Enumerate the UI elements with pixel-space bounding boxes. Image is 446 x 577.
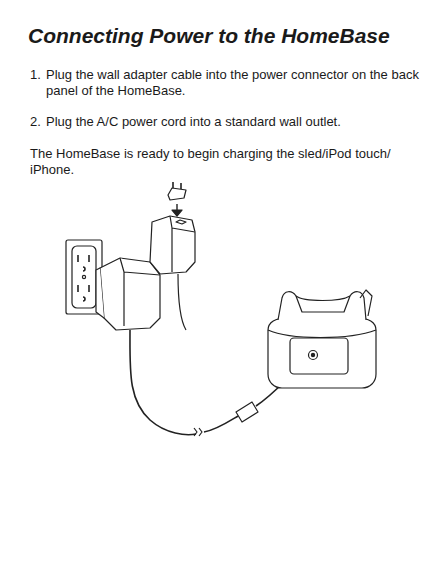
- note-text: The HomeBase is ready to begin charging …: [30, 146, 420, 177]
- step-text: Plug the A/C power cord into a standard …: [46, 114, 426, 130]
- step-number: 1.: [30, 67, 44, 83]
- wall-adapter: [100, 258, 160, 330]
- page-title: Connecting Power to the HomeBase: [28, 24, 438, 48]
- step-number: 2.: [30, 114, 44, 130]
- power-port: [309, 351, 318, 360]
- homebase-cradle: [268, 330, 376, 388]
- plug-head: [168, 188, 186, 200]
- step-text: Plug the wall adapter cable into the pow…: [46, 67, 426, 98]
- ferrite-bead: [236, 402, 258, 422]
- power-cable: [130, 330, 196, 435]
- adapter-body: [150, 216, 195, 274]
